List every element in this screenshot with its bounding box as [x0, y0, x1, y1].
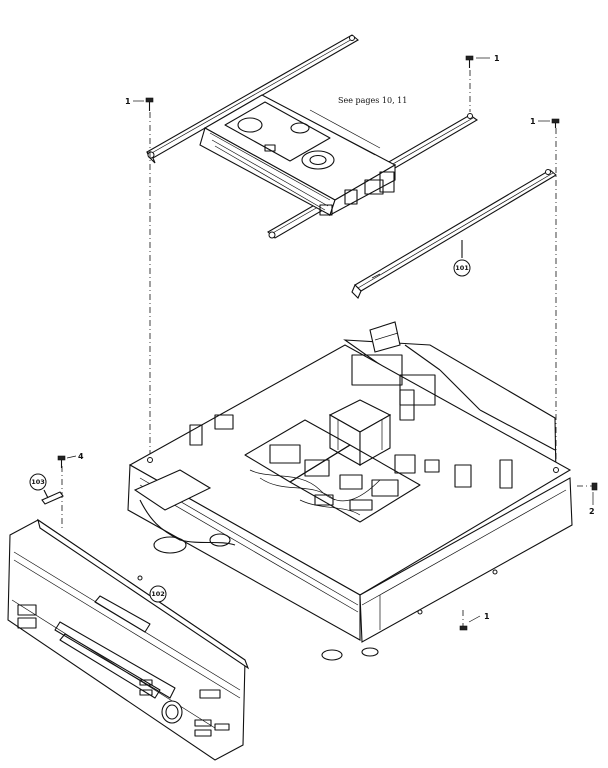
- part-103-clip: 103: [29, 473, 64, 505]
- screw-top-left-label: 1: [125, 97, 131, 106]
- screw-top-right: 1: [465, 54, 500, 68]
- screw-top-left: 1: [125, 97, 154, 111]
- bracket-101: 101: [351, 169, 557, 299]
- screw-bottom-label: 1: [484, 612, 490, 621]
- screw-side-label: 2: [589, 507, 595, 516]
- see-pages-note: See pages 10, 11: [338, 96, 407, 105]
- screw-right-label: 1: [530, 117, 536, 126]
- front-panel-102: 102: [7, 518, 250, 761]
- screw-side: 2: [589, 482, 598, 516]
- screw-bottom: 1: [459, 612, 490, 631]
- screw-top-right-label: 1: [494, 54, 500, 63]
- part-101-label: 101: [455, 264, 469, 272]
- part-102-label: 102: [151, 590, 165, 598]
- deck-mechanism-assembly: [146, 34, 479, 239]
- screw-panel-label: 4: [78, 452, 84, 461]
- screw-right: 1: [530, 117, 560, 128]
- main-chassis: [127, 321, 573, 661]
- screw-panel: 4: [57, 452, 84, 468]
- part-103-label: 103: [31, 478, 45, 486]
